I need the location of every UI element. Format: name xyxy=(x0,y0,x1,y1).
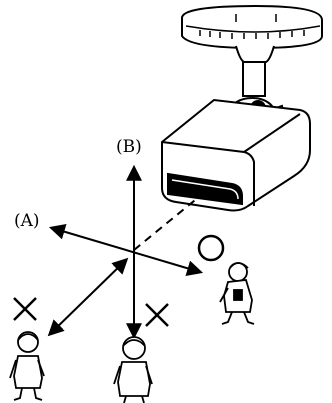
ceiling-sensor-device xyxy=(161,4,323,212)
cross-mark xyxy=(13,297,37,321)
sensor-beam-line xyxy=(133,195,201,251)
circle-mark xyxy=(197,234,225,262)
direction-a-arrow xyxy=(48,223,204,277)
person-bottom-center xyxy=(113,336,153,403)
approach-arrow xyxy=(47,257,129,337)
cross-mark xyxy=(145,303,169,327)
walking-person-right xyxy=(219,262,255,325)
label-b: (B) xyxy=(116,137,142,157)
label-a: (A) xyxy=(14,211,40,231)
person-bottom-left xyxy=(9,331,45,401)
